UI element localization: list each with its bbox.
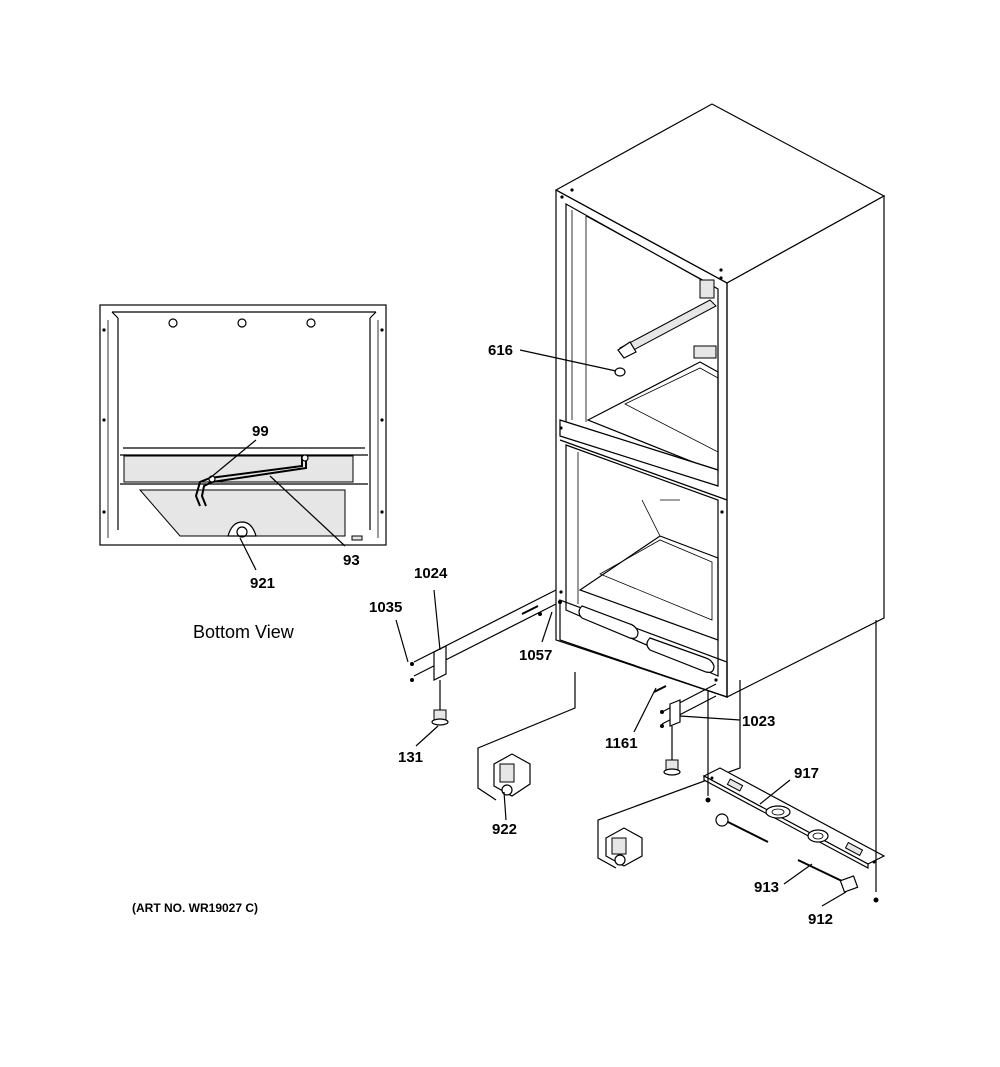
- callout-1024: 1024: [414, 565, 448, 582]
- callout-93: 93: [343, 552, 360, 569]
- roller-bracket-right: [597, 680, 741, 869]
- art-number: (ART NO. WR19027 C): [132, 901, 258, 915]
- callout-1023: 1023: [742, 713, 775, 730]
- callout-917: 917: [794, 765, 819, 782]
- callout-1035: 1035: [369, 599, 402, 616]
- callout-922: 922: [492, 821, 517, 838]
- callout-921: 921: [250, 575, 275, 592]
- base-plate-assembly: [702, 620, 886, 907]
- callout-1161: 1161: [605, 735, 638, 752]
- callout-131: 131: [398, 749, 423, 766]
- callout-1057: 1057: [519, 647, 552, 664]
- callout-913: 913: [754, 879, 779, 896]
- refrigerator-cabinet: [554, 103, 886, 698]
- callout-912: 912: [808, 911, 833, 928]
- callout-99: 99: [252, 423, 269, 440]
- right-hinge-assembly: [633, 683, 741, 776]
- callout-616: 616: [488, 342, 513, 359]
- bottom-view-inset: [99, 304, 387, 571]
- bottom-view-label: Bottom View: [193, 622, 295, 642]
- left-hinge-assembly: [395, 589, 562, 747]
- roller-bracket-left: [477, 672, 576, 821]
